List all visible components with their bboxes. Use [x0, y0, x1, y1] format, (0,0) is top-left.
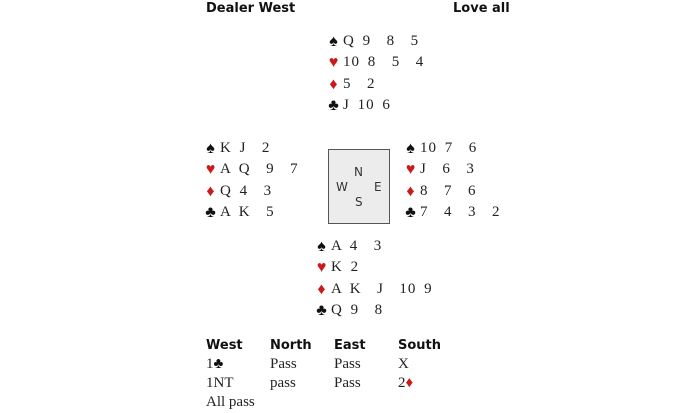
spade-icon: ♠	[206, 140, 215, 158]
bid-text: 1	[206, 356, 214, 372]
vulnerability-label: Love all	[453, 1, 510, 16]
bid-text: Pass	[334, 375, 361, 391]
bid: Pass	[270, 355, 334, 374]
bid: Pass	[334, 374, 398, 393]
east-spades-cards: 10 7 6	[420, 140, 478, 157]
north-hearts-cards: 10 8 5 4	[343, 54, 425, 71]
bid-text: pass	[270, 375, 296, 391]
north-spades-row: ♠ Q 9 8 5	[326, 31, 424, 52]
west-hand: ♠K J 2♥A Q 9 7♦Q 4 3♣A K 5	[203, 138, 299, 223]
south-diamonds-row: ♦ A K J 10 9	[314, 279, 433, 300]
south-spades-row: ♠ A 4 3	[314, 236, 433, 257]
bid-text: Pass	[334, 356, 361, 372]
diamond-icon: ♦	[317, 280, 326, 298]
north-clubs-row: ♣J 10 6	[326, 95, 424, 116]
north-diamonds-row: ♦ 5 2	[326, 74, 424, 95]
bid-text: Pass	[270, 356, 297, 372]
compass-west: W	[336, 180, 348, 194]
south-hearts-row: ♥K 2	[314, 257, 433, 278]
south-clubs-cards: Q 9 8	[331, 302, 384, 319]
east-diamonds-cards: 8 7 6	[420, 182, 477, 199]
north-diamonds-cards: 5 2	[343, 75, 376, 92]
heart-icon: ♥	[316, 259, 327, 277]
compass-south: S	[355, 195, 363, 209]
east-diamonds-row: ♦ 8 7 6	[403, 181, 501, 202]
west-hearts-cards: A Q 9 7	[220, 161, 299, 178]
bid-text: All pass	[206, 394, 255, 410]
south-clubs-row: ♣Q 9 8	[314, 300, 433, 321]
bidding-header-east: East	[334, 338, 366, 353]
diamond-icon: ♦	[206, 182, 215, 200]
west-hearts-row: ♥A Q 9 7	[203, 159, 299, 180]
west-diamonds-cards: Q 4 3	[220, 182, 273, 199]
south-spades-cards: A 4 3	[331, 238, 383, 255]
west-diamonds-row: ♦ Q 4 3	[203, 181, 299, 202]
south-hand: ♠A 4 3♥K 2♦A K J 10 9♣Q 9 8	[314, 236, 433, 321]
diamond-icon: ♦	[405, 375, 414, 391]
spade-icon: ♠	[317, 238, 326, 256]
club-icon: ♣	[205, 204, 216, 222]
west-clubs-row: ♣A K 5	[203, 202, 299, 223]
club-icon: ♣	[328, 97, 339, 115]
north-hearts-row: ♥10 8 5 4	[326, 52, 424, 73]
south-hearts-cards: K 2	[331, 259, 360, 276]
north-clubs-cards: J 10 6	[343, 97, 391, 114]
compass-box: N E S W	[328, 149, 390, 224]
south-diamonds-cards: A K J 10 9	[331, 280, 433, 297]
west-spades-row: ♠ K J 2	[203, 138, 299, 159]
west-clubs-cards: A K 5	[220, 204, 275, 221]
diamond-icon: ♦	[406, 182, 415, 200]
east-hearts-row: ♥J 6 3	[403, 159, 501, 180]
spade-icon: ♠	[329, 33, 338, 51]
bid: All pass	[206, 393, 270, 412]
bid-text: 2	[398, 375, 406, 391]
west-spades-cards: K J 2	[220, 140, 271, 157]
dealer-label: Dealer West	[206, 1, 296, 16]
bid: 2♦	[398, 374, 462, 393]
club-icon: ♣	[405, 204, 416, 222]
club-icon: ♣	[316, 302, 327, 320]
east-spades-row: ♠ 10 7 6	[403, 138, 501, 159]
compass-north: N	[354, 165, 363, 179]
diamond-icon: ♦	[329, 75, 338, 93]
club-icon: ♣	[213, 356, 224, 372]
compass-east: E	[374, 180, 382, 194]
east-hearts-cards: J 6 3	[420, 161, 475, 178]
spade-icon: ♠	[406, 140, 415, 158]
heart-icon: ♥	[205, 161, 216, 179]
east-clubs-cards: 7 4 3 2	[420, 204, 501, 221]
bidding-header-south: South	[398, 338, 442, 353]
bid: 1NT	[206, 374, 270, 393]
bid-text: 1NT	[206, 375, 234, 391]
bid: 1♣	[206, 355, 270, 374]
bid: pass	[270, 374, 334, 393]
heart-icon: ♥	[405, 161, 416, 179]
north-spades-cards: Q 9 8 5	[343, 33, 420, 50]
bid: X	[398, 355, 462, 374]
bidding-header-west: West	[206, 338, 243, 353]
bid-text: X	[398, 356, 409, 372]
bid: Pass	[334, 355, 398, 374]
north-hand: ♠Q 9 8 5♥10 8 5 4♦5 2♣J 10 6	[326, 31, 424, 116]
east-hand: ♠10 7 6♥J 6 3♦8 7 6♣7 4 3 2	[403, 138, 501, 223]
heart-icon: ♥	[328, 54, 339, 72]
east-clubs-row: ♣7 4 3 2	[403, 202, 501, 223]
bidding-header-north: North	[270, 338, 312, 353]
